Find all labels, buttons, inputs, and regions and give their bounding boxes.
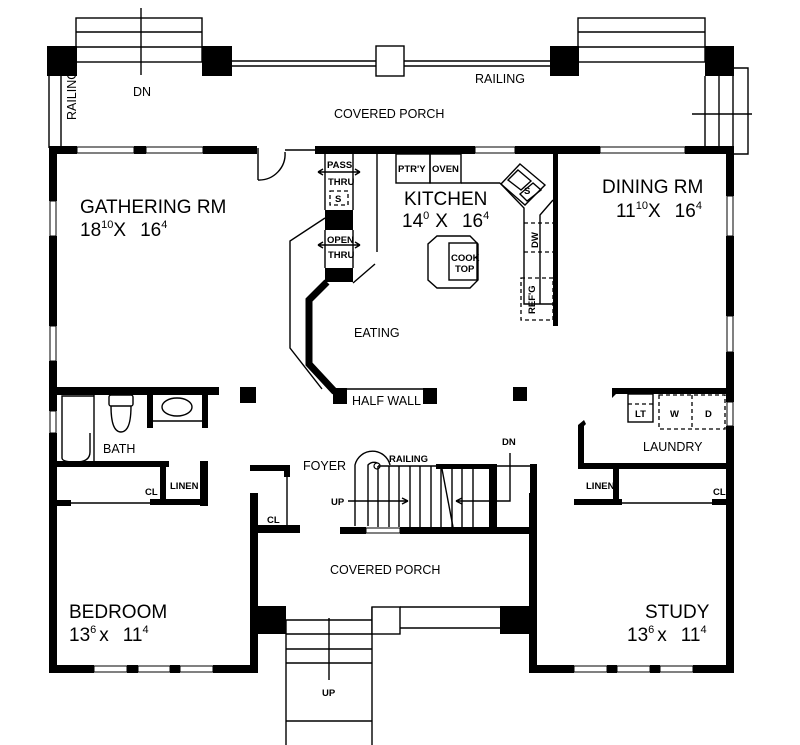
dining-room-label: DINING RM (602, 177, 703, 198)
right-side-steps (692, 67, 752, 155)
washer-label: W (670, 409, 679, 420)
laundry-appliances (627, 393, 726, 430)
refrigerator-label: REF'G (527, 285, 538, 314)
kitchen-counters (395, 153, 554, 321)
left-railing (48, 76, 62, 148)
interior-stairs (348, 450, 537, 529)
study-label: STUDY (645, 602, 710, 623)
closet-label: CL (145, 487, 158, 498)
front-steps (285, 606, 500, 745)
dishwasher-label: DW (530, 232, 541, 248)
top-right-steps (577, 17, 706, 63)
thru-label: THRU (328, 250, 355, 261)
half-wall-label: HALF WALL (352, 394, 421, 408)
sink-label: S (524, 186, 530, 197)
s-label: S (335, 194, 341, 205)
bedroom-label: BEDROOM (69, 602, 167, 623)
porch-column (258, 606, 286, 634)
porch-column (705, 46, 734, 76)
front-door-gathering (257, 148, 315, 181)
half-wall (333, 388, 437, 404)
window (145, 146, 204, 154)
cook-label: COOK (451, 253, 480, 264)
closet-label: CL (267, 515, 280, 526)
gathering-room-label: GATHERING RM (80, 197, 226, 218)
bathtub-icon (61, 395, 94, 463)
pass-thru (317, 154, 361, 282)
porch-column (47, 46, 77, 76)
toilet-icon (108, 394, 134, 433)
porch-column (500, 606, 529, 634)
dn-label: DN (133, 85, 151, 99)
porch-column (202, 46, 232, 76)
eating-label: EATING (354, 326, 400, 340)
pantry-label: PTR'Y (398, 164, 426, 175)
railing-label: RAILING (65, 70, 79, 120)
laundry-label: LAUNDRY (643, 440, 703, 454)
porch-column (550, 46, 579, 76)
linen-label: LINEN (586, 481, 615, 492)
closet-label: CL (713, 487, 726, 498)
sink-icon (161, 397, 193, 417)
up-label: UP (322, 688, 336, 699)
cooktop-island (427, 235, 479, 289)
laundry-tub-label: LT (635, 409, 646, 420)
up-label: UP (331, 497, 345, 508)
open-label: OPEN (327, 235, 354, 246)
kitchen-label: KITCHEN (404, 189, 487, 210)
sliding-door (599, 146, 686, 154)
pass-label: PASS (327, 160, 352, 171)
kitchen-sink (499, 163, 547, 206)
linen-label: LINEN (170, 481, 199, 492)
window (474, 146, 516, 154)
top-left-steps (75, 8, 203, 75)
top-label: TOP (455, 264, 475, 275)
window (76, 146, 135, 154)
column (513, 387, 527, 401)
railing-label: RAILING (475, 72, 525, 86)
railing-label: RAILING (389, 454, 428, 465)
oven-label: OVEN (432, 164, 459, 175)
foyer-label: FOYER (303, 459, 346, 473)
covered-porch-label: COVERED PORCH (334, 107, 444, 121)
thru-label: THRU (328, 177, 355, 188)
covered-porch-label: COVERED PORCH (330, 563, 440, 577)
top-railing (232, 45, 550, 77)
dryer-label: D (705, 409, 712, 420)
dn-label: DN (502, 437, 516, 448)
bath-label: BATH (103, 442, 135, 456)
